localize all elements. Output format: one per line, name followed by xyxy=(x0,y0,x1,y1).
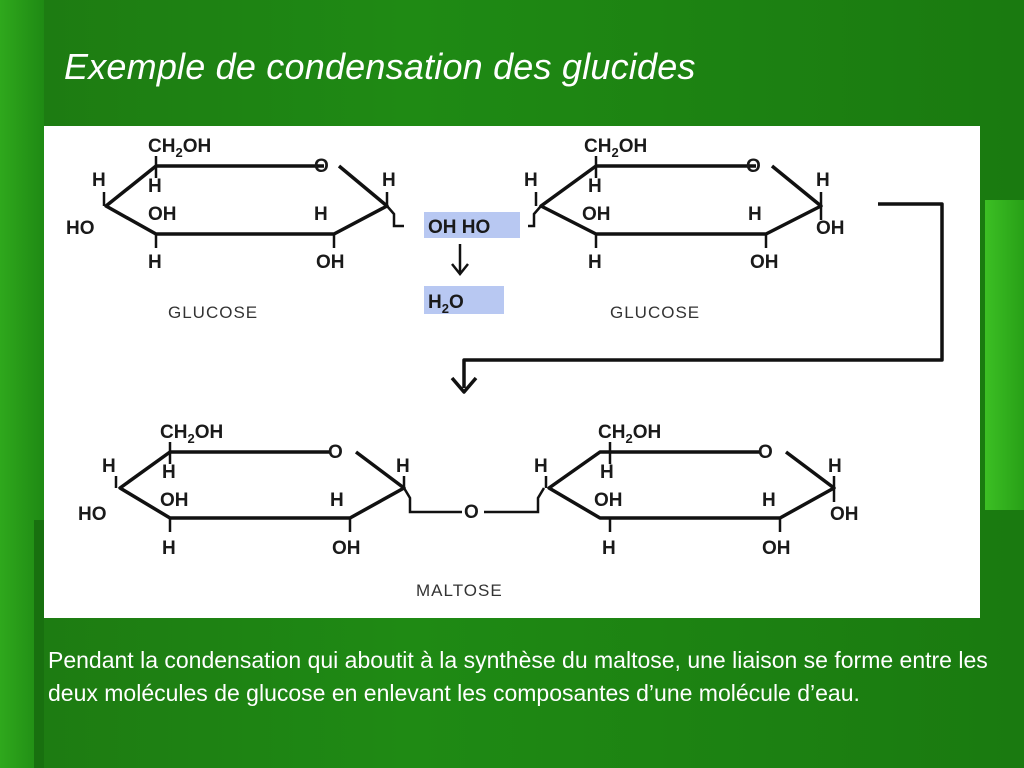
h-atom: H xyxy=(314,204,328,225)
oh-group: OH xyxy=(594,490,623,511)
h-atom: H xyxy=(762,490,776,511)
glucose-label: GLUCOSE xyxy=(168,303,258,322)
oh-group: OH xyxy=(762,538,791,559)
reaction-arrow-head xyxy=(450,376,478,394)
ring-oxygen: O xyxy=(328,442,343,463)
h-atom: H xyxy=(602,538,616,559)
ho-group: HO xyxy=(78,504,107,525)
left-accent-shadow xyxy=(34,520,44,768)
h-atom: H xyxy=(588,252,602,273)
h-atom: H xyxy=(396,456,410,477)
glucose-molecule-1: O CH2OH H HO H OH H H OH H GLUCOSE xyxy=(66,136,404,322)
h-atom: H xyxy=(148,252,162,273)
h-atom: H xyxy=(534,456,548,477)
maltose-label: MALTOSE xyxy=(416,581,503,600)
maltose-molecule: O CH2OH H HO H OH H H OH H O O CH2O xyxy=(78,422,859,600)
condensation-diagram: O CH2OH H HO H OH H H OH H GLUCOSE OH HO… xyxy=(66,136,944,600)
ch2oh-group: CH2OH xyxy=(598,422,661,446)
oh-group: OH xyxy=(750,252,779,273)
oh-group: OH xyxy=(316,252,345,273)
oh-group: OH xyxy=(332,538,361,559)
ring-oxygen: O xyxy=(758,442,773,463)
removed-groups-highlight xyxy=(424,212,520,238)
h-atom: H xyxy=(92,170,106,191)
ch2oh-group: CH2OH xyxy=(584,136,647,160)
h-atom: H xyxy=(162,462,176,483)
glucose-label: GLUCOSE xyxy=(610,303,700,322)
h-atom: H xyxy=(600,462,614,483)
ch2oh-group: CH2OH xyxy=(148,136,211,160)
h-atom: H xyxy=(816,170,830,191)
h-atom: H xyxy=(382,170,396,191)
h-atom: H xyxy=(102,456,116,477)
h-atom: H xyxy=(148,176,162,197)
oh-group: OH xyxy=(830,504,859,525)
slide-title: Exemple de condensation des glucides xyxy=(64,46,696,87)
oh-group: OH xyxy=(816,218,845,239)
diagram-panel: O CH2OH H HO H OH H H OH H GLUCOSE OH HO… xyxy=(44,126,980,618)
water-highlight xyxy=(424,286,504,314)
h-atom: H xyxy=(828,456,842,477)
h-atom: H xyxy=(524,170,538,191)
right-accent-stripe xyxy=(985,200,1024,510)
glycosidic-oxygen: O xyxy=(464,502,479,523)
oh-group: OH xyxy=(582,204,611,225)
h-atom: H xyxy=(588,176,602,197)
glucose-molecule-2: O CH2OH H H OH H H OH H OH GLUCOSE xyxy=(524,136,845,322)
oh-group: OH xyxy=(148,204,177,225)
ho-group: HO xyxy=(66,218,95,239)
water-arrow-head xyxy=(451,263,469,277)
ring-oxygen: O xyxy=(746,156,761,177)
ch2oh-group: CH2OH xyxy=(160,422,223,446)
slide-caption: Pendant la condensation qui aboutit à la… xyxy=(48,647,988,706)
h-atom: H xyxy=(330,490,344,511)
removed-groups: OH HO xyxy=(428,217,490,238)
reaction-arrow-path xyxy=(462,202,944,388)
h-atom: H xyxy=(748,204,762,225)
oh-group: OH xyxy=(160,490,189,511)
ring-oxygen: O xyxy=(314,156,329,177)
h-atom: H xyxy=(162,538,176,559)
